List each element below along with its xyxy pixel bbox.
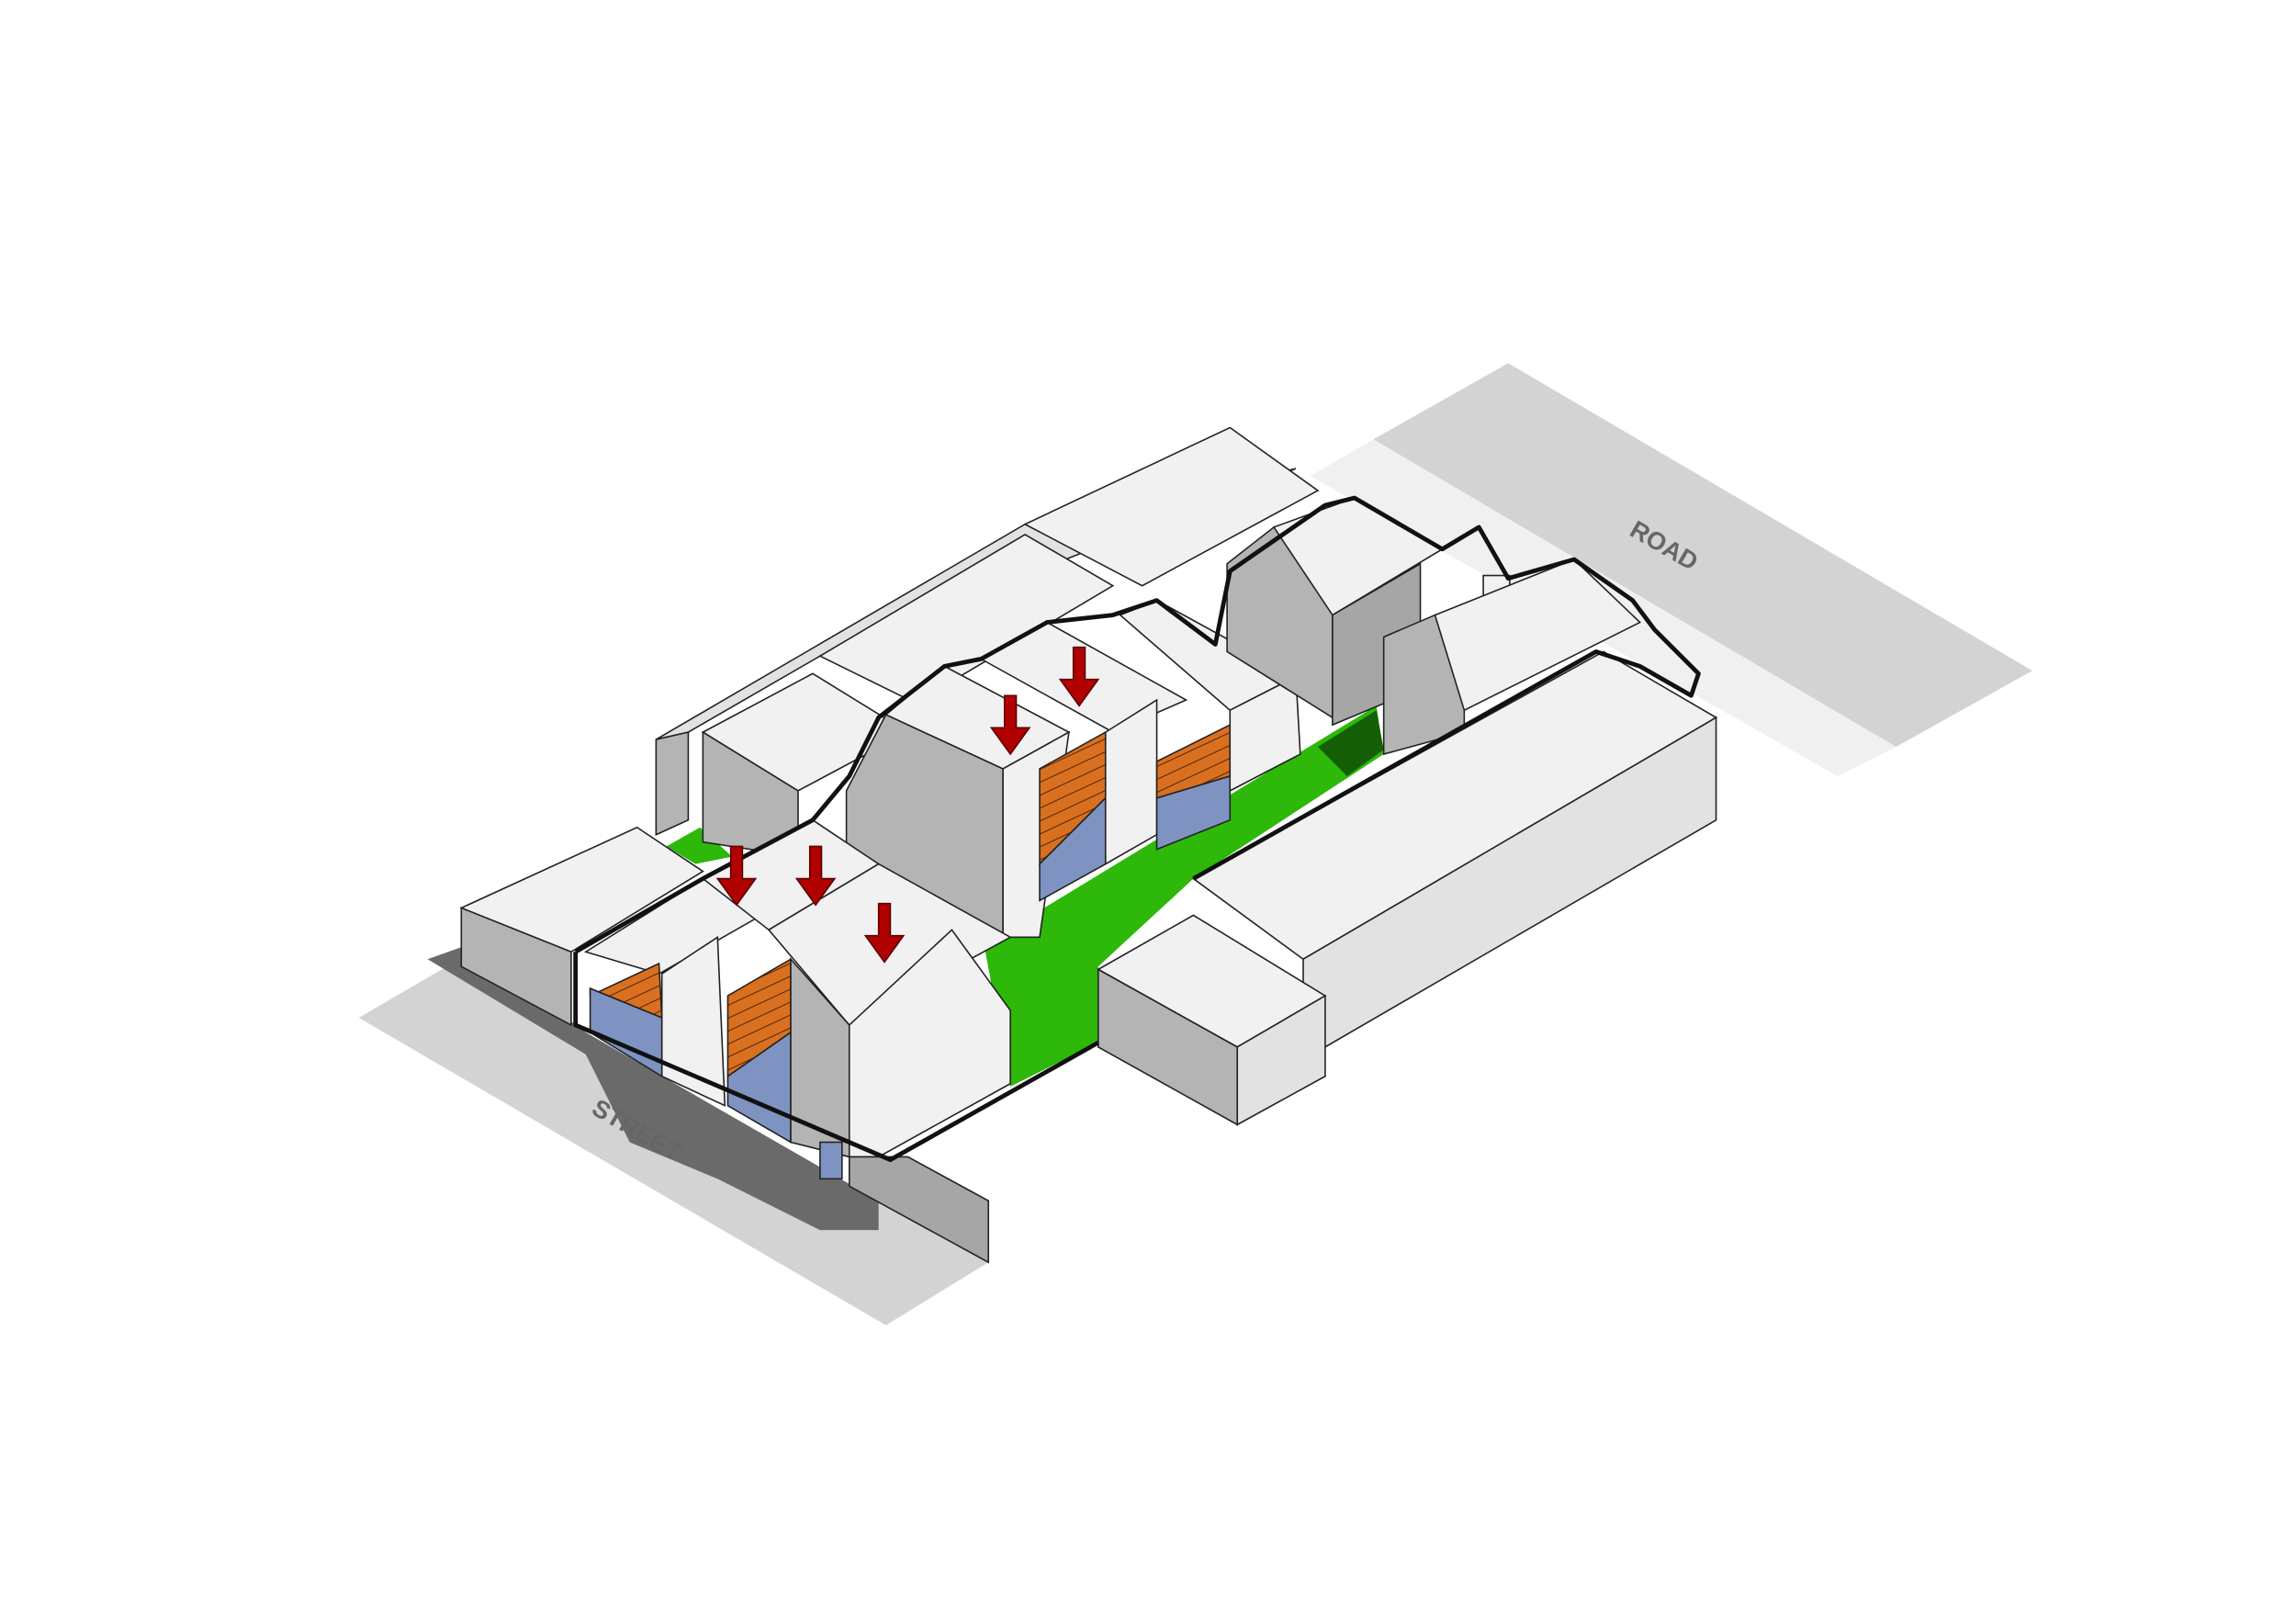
down-arrow-icon <box>715 845 758 907</box>
down-arrow-icon <box>1058 646 1100 707</box>
rear-terrace-wall <box>655 731 690 836</box>
courtyard-shadow <box>1317 710 1384 776</box>
down-arrow-icon <box>863 902 906 964</box>
rear-house-3-gable <box>1229 675 1301 793</box>
rear-terrace-roof <box>818 533 1115 705</box>
chimney-house-roof <box>1434 558 1642 712</box>
street-shadow <box>427 944 879 1231</box>
rear-house-3-glass <box>1155 774 1232 851</box>
down-arrow-icon <box>989 694 1031 756</box>
front-house-2-gable <box>660 935 726 1107</box>
garage-front <box>1236 994 1326 1126</box>
green-courtyard <box>984 705 1384 1087</box>
front-door <box>819 1141 843 1180</box>
down-arrow-icon <box>794 845 837 907</box>
road <box>1373 363 2032 748</box>
site-boundary <box>574 495 1701 954</box>
front-wall-side <box>460 907 572 1027</box>
site-boundary-front <box>573 952 1099 1163</box>
rear-terrace-roof-2 <box>1023 426 1320 587</box>
side-garden <box>666 827 733 864</box>
